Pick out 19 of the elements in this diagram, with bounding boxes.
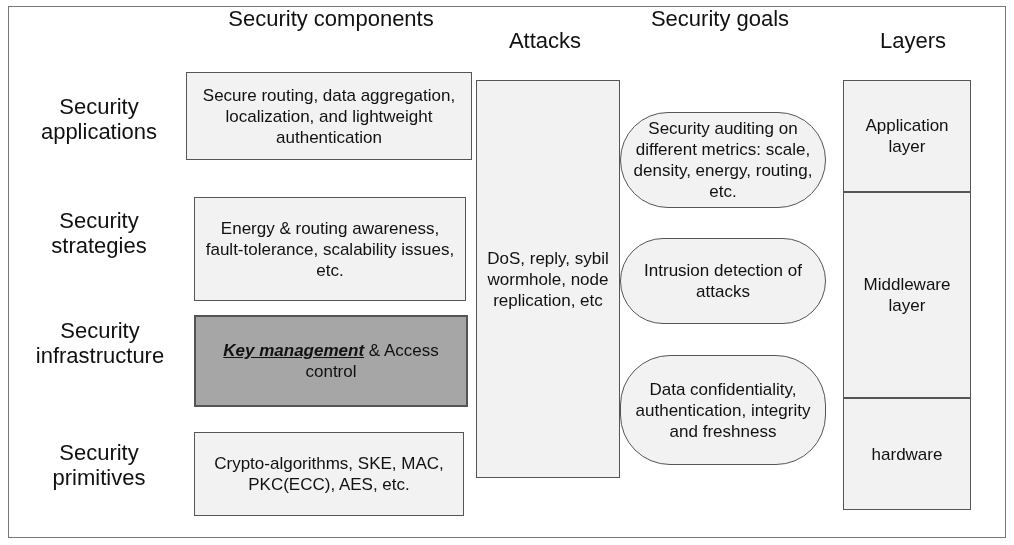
column-heading: Attacks	[507, 28, 583, 53]
layer-box: Application layer	[843, 80, 971, 192]
row-heading: Security applications	[39, 94, 159, 144]
text-box: Crypto-algorithms, SKE, MAC, PKC(ECC), AES, etc.	[194, 432, 464, 516]
layer-box: Middleware layer	[843, 192, 971, 398]
layer-box: hardware	[843, 398, 971, 510]
text-box: Energy & routing awareness, fault-tolerance, scalability issues, etc.	[194, 197, 466, 301]
column-heading: Security goals	[649, 6, 791, 31]
text-box: Key management & Access control	[194, 315, 468, 407]
row-heading: Security primitives	[51, 440, 147, 490]
column-heading: Layers	[878, 28, 947, 53]
row-heading: Security strategies	[50, 208, 148, 258]
rounded-box: Security auditing on different metrics: scale, density, energy, routing, etc.	[620, 112, 826, 208]
row-heading: Security infrastructure	[34, 318, 166, 368]
column-heading: Security components	[227, 6, 435, 31]
text-box: DoS, reply, sybil wormhole, node replication, etc	[476, 80, 620, 478]
text-box: Secure routing, data aggregation, localization, and lightweight authentication	[186, 72, 472, 160]
rounded-box: Data confidentiality, authentication, integrity and freshness	[620, 355, 826, 465]
rounded-box: Intrusion detection of attacks	[620, 238, 826, 324]
